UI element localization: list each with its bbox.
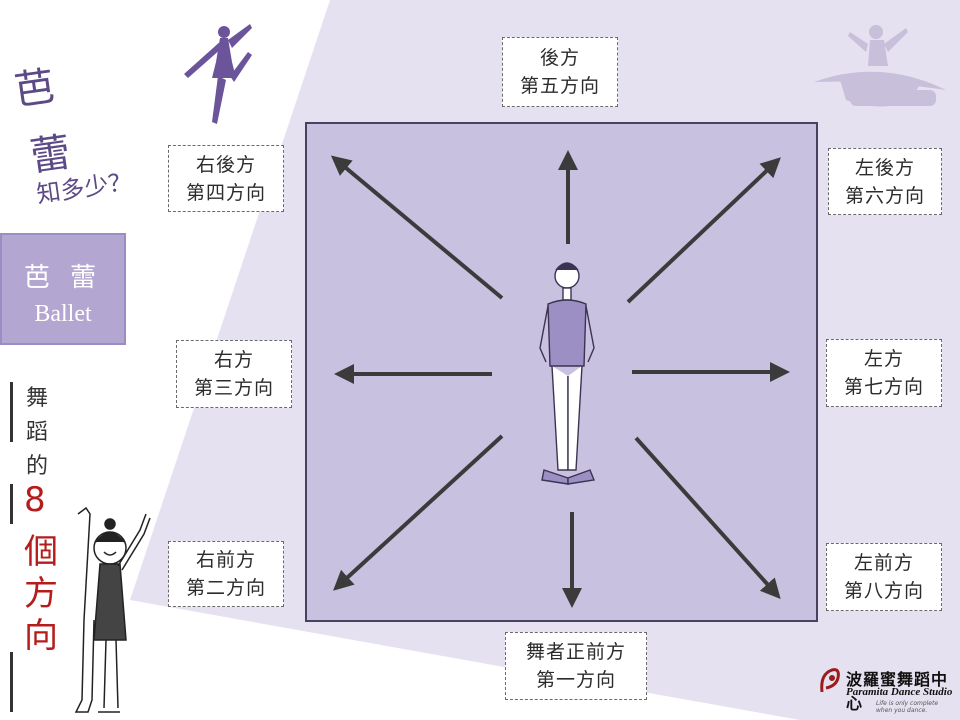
direction-front-box: 舞者正前方 第一方向 [505, 632, 647, 700]
direction-left-name: 左方 [863, 348, 904, 370]
badge-zh: 芭 蕾 [23, 263, 103, 293]
studio-name-zh: 波羅蜜舞蹈中心 [846, 670, 949, 713]
studio-logo: 波羅蜜舞蹈中心 Paramita Dance Studio Life is on… [816, 664, 956, 714]
direction-left-back-box: 左後方 第六方向 [828, 148, 942, 215]
direction-left-back-number: 第六方向 [844, 184, 925, 207]
vertical-red-fang: 方 [24, 574, 58, 614]
direction-right-front-box: 右前方 第二方向 [168, 541, 284, 607]
direction-right-back-box: 右後方 第四方向 [168, 145, 284, 212]
studio-name-en: Paramita Dance Studio [846, 686, 953, 698]
direction-right-box: 右方 第三方向 [176, 340, 292, 408]
direction-right-number: 第三方向 [193, 377, 274, 399]
studio-slogan: Life is only complete when you dance. [876, 700, 939, 714]
arrow-left-back [626, 157, 781, 304]
vertical-char-3: 的 [26, 454, 49, 479]
arrow-right-front [333, 434, 504, 591]
direction-right-name: 右方 [213, 349, 254, 371]
direction-left-front-name: 左前方 [853, 552, 914, 574]
vertical-char-1: 舞 [26, 386, 49, 411]
vertical-red-8: 8 [24, 480, 46, 520]
arrow-right-back [330, 155, 504, 300]
tutu-dancer-silhouette-icon [814, 25, 946, 107]
studio-logo-icon [820, 668, 840, 693]
vertical-red-xiang: 向 [24, 616, 58, 656]
vertical-char-2: 蹈 [26, 420, 49, 445]
direction-right-back-name: 右後方 [195, 153, 256, 176]
direction-right-front-name: 右前方 [195, 549, 256, 571]
direction-back-name: 後方 [539, 47, 580, 69]
direction-back-number: 第五方向 [519, 75, 600, 97]
center-dancer-icon [539, 262, 595, 485]
vertical-divider [10, 382, 13, 442]
arrow-left-front [634, 436, 781, 599]
stretching-girl-icon [74, 506, 151, 713]
direction-right-front-number: 第二方向 [185, 577, 266, 599]
direction-back-box: 後方 第五方向 [502, 37, 618, 107]
vertical-red-ge: 個 [24, 532, 58, 572]
direction-front-number: 第一方向 [535, 669, 616, 691]
vertical-divider-2 [10, 484, 13, 524]
ballerina-silhouette-icon [184, 24, 252, 124]
direction-left-back-name: 左後方 [854, 156, 915, 179]
direction-left-front-box: 左前方 第八方向 [826, 543, 942, 611]
direction-right-back-number: 第四方向 [185, 181, 266, 204]
ballet-badge: 芭 蕾 Ballet [0, 233, 126, 345]
vertical-divider-3 [10, 652, 13, 712]
direction-left-number: 第七方向 [843, 376, 924, 398]
direction-front-name: 舞者正前方 [525, 641, 626, 663]
direction-left-box: 左方 第七方向 [826, 339, 942, 407]
direction-left-front-number: 第八方向 [843, 580, 924, 602]
badge-en: Ballet [34, 301, 92, 327]
